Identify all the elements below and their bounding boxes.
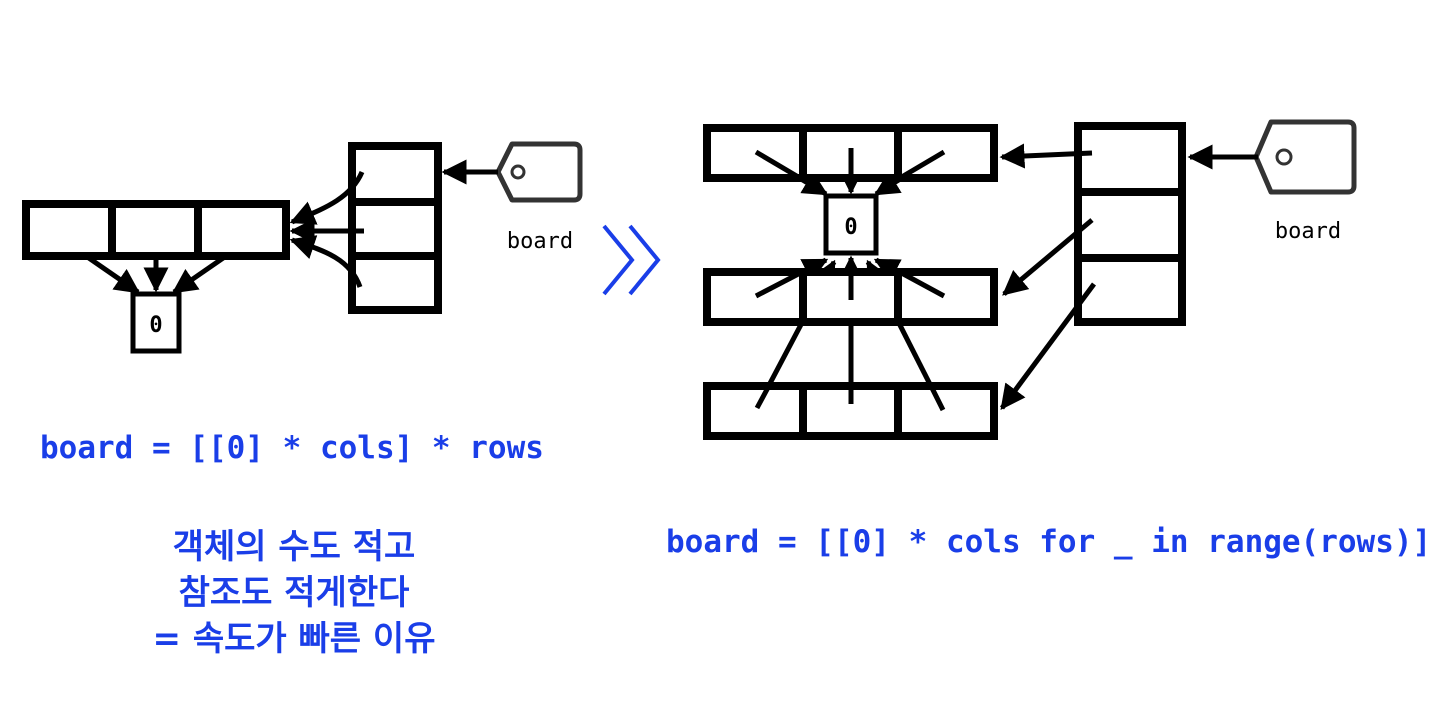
tag-icon (1253, 119, 1357, 195)
right-outer-list (1074, 122, 1186, 326)
zero-box-outline (130, 291, 182, 354)
note-line-2: 참조도 적게한다 (179, 573, 410, 613)
arrow-tail (898, 149, 946, 181)
row-outline (22, 200, 290, 260)
right-board-label: board (1275, 219, 1341, 244)
left-diagram: 0 board (22, 141, 583, 354)
right-outer-to-rows-arrows (999, 143, 1097, 411)
arrow-outer2-to-row2 (1002, 218, 1094, 296)
left-shared-row (22, 200, 290, 260)
chevron-outer (602, 224, 635, 296)
left-zero-value: 0 (149, 313, 162, 338)
right-arrow-tails (754, 148, 946, 412)
note-line-3: = 속도가 빠른 이유 (153, 619, 436, 659)
arrow-tail (894, 267, 946, 299)
right-code-caption: board = [[0] * cols for _ in range(rows)… (666, 524, 1431, 560)
arrow-outer3-to-row (289, 235, 363, 288)
left-outer-list (348, 142, 442, 314)
left-note: 객체의 수도 적고 참조도 적게한다 = 속도가 빠른 이유 (153, 527, 436, 659)
left-outer-to-row-arrows (289, 170, 365, 288)
arrow-outer1-to-row1 (999, 143, 1093, 169)
outer-list-outline (1074, 122, 1186, 326)
right-board-tag: board (1187, 119, 1357, 244)
arrow-tail (754, 267, 808, 299)
right-zero-box: 0 (823, 193, 879, 256)
left-code-caption: board = [[0] * cols] * rows (40, 430, 544, 466)
right-zero-value: 0 (844, 215, 857, 240)
outer-list-outline (348, 142, 442, 314)
arrow-tail (927, 382, 946, 412)
tag-hole-icon (510, 164, 526, 180)
double-chevron-right-icon (602, 224, 661, 296)
arrow-tail (754, 380, 774, 410)
left-board-tag: board (441, 141, 583, 254)
zero-box-outline (823, 193, 879, 256)
chevron-inner (628, 224, 661, 296)
right-diagram: 0 board (703, 119, 1357, 440)
arrow-outer1-to-row (289, 170, 365, 225)
tag-hole-icon (1275, 148, 1293, 166)
arrow-outer3-to-row3 (999, 282, 1097, 411)
left-zero-box: 0 (130, 291, 182, 354)
left-board-label: board (507, 229, 573, 254)
arrow-tail (754, 149, 802, 181)
note-line-1: 객체의 수도 적고 (173, 527, 416, 567)
tag-icon (495, 141, 583, 203)
